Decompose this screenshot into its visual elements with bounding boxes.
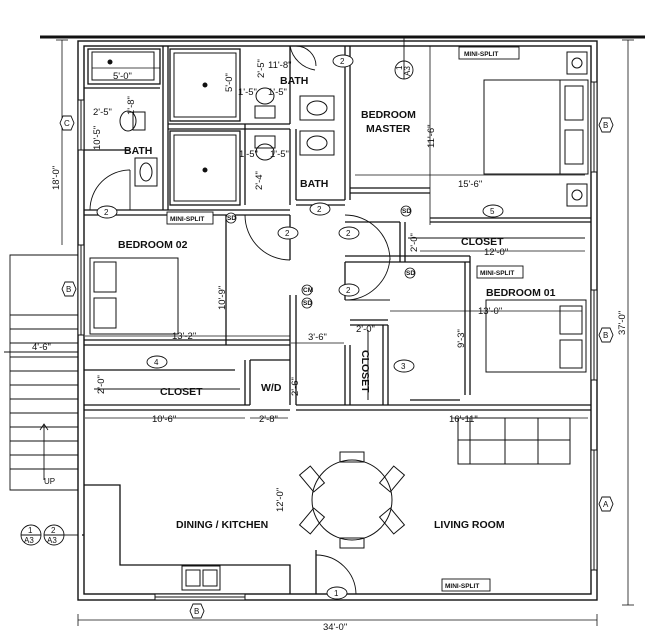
svg-text:2'-6": 2'-6": [290, 377, 301, 396]
room-label-closet-mid: CLOSET: [359, 350, 371, 393]
svg-text:4: 4: [154, 358, 159, 367]
svg-text:3: 3: [401, 362, 406, 371]
minisplit-label: MINI-SPLIT: [170, 216, 204, 223]
svg-text:4'-6": 4'-6": [32, 342, 51, 353]
svg-text:2'-8": 2'-8": [259, 414, 278, 425]
room-label-bath-mid: BATH: [300, 178, 328, 190]
room-label-bedroom-master-1: BEDROOM: [361, 109, 416, 121]
svg-text:A: A: [603, 500, 609, 509]
svg-text:B: B: [194, 607, 199, 616]
room-label-bedroom-01: BEDROOM 01: [486, 287, 556, 299]
svg-text:3'-6": 3'-6": [308, 332, 327, 343]
svg-text:2: 2: [317, 205, 322, 214]
svg-text:11'-8": 11'-8": [268, 60, 292, 71]
svg-text:10'-6": 10'-6": [152, 414, 176, 425]
svg-text:10'-9": 10'-9": [217, 286, 228, 310]
svg-text:13'-0": 13'-0": [478, 306, 502, 317]
svg-text:B: B: [603, 331, 608, 340]
door-swings: [89, 45, 391, 595]
svg-text:15'-6": 15'-6": [458, 179, 482, 190]
svg-text:A3: A3: [24, 536, 34, 545]
fixtures: [77, 51, 598, 601]
sd-label: SD: [227, 215, 236, 222]
room-label-dining-kitchen: DINING / KITCHEN: [176, 519, 268, 531]
sd-label: SD: [402, 208, 411, 215]
exterior-walls: [77, 40, 598, 601]
svg-text:1'-8": 1'-8": [126, 96, 137, 115]
svg-text:B: B: [66, 285, 71, 294]
sd-label: SD: [406, 270, 415, 277]
svg-text:11'-6": 11'-6": [426, 125, 437, 149]
grid-tags: [59, 115, 614, 619]
svg-text:2'-5": 2'-5": [256, 59, 267, 78]
room-label-closet-right: CLOSET: [461, 236, 504, 248]
svg-text:12'-0": 12'-0": [275, 488, 286, 512]
svg-text:1'-5": 1'-5": [270, 149, 289, 160]
svg-text:34'-0": 34'-0": [323, 622, 347, 631]
svg-text:B: B: [603, 121, 608, 130]
door-tags: [96, 54, 504, 600]
detectors: [225, 205, 416, 309]
section-marks: [20, 38, 414, 546]
svg-text:2'-4": 2'-4": [254, 171, 265, 190]
svg-text:1'-5": 1'-5": [238, 87, 257, 98]
dimension-texts: 5'-0" 5'-0" 2'-5" 11'-8" 1'-5" 1'-5" 2'-…: [32, 59, 628, 631]
svg-text:9'-3": 9'-3": [456, 329, 467, 348]
svg-text:10'-5": 10'-5": [92, 126, 103, 150]
svg-text:1: 1: [334, 589, 339, 598]
sd-label: SD: [303, 300, 312, 307]
svg-text:1: 1: [28, 526, 33, 535]
svg-text:2'-0": 2'-0": [96, 375, 107, 394]
svg-text:2: 2: [51, 526, 56, 535]
door-tag-numbers: 2 2 2 2 2 2 5 4 3 1: [104, 57, 495, 598]
room-label-living-room: LIVING ROOM: [434, 519, 505, 531]
svg-text:2'-0": 2'-0": [356, 324, 375, 335]
svg-text:13'-2": 13'-2": [172, 331, 196, 342]
room-label-bath-left: BATH: [124, 145, 152, 157]
room-label-bath-top: BATH: [280, 75, 308, 87]
svg-text:5: 5: [490, 207, 495, 216]
svg-text:2'-5": 2'-5": [93, 107, 112, 118]
svg-text:2: 2: [340, 57, 345, 66]
svg-text:1: 1: [395, 65, 404, 70]
svg-text:1'-5": 1'-5": [268, 87, 287, 98]
svg-text:5'-0": 5'-0": [224, 73, 235, 92]
room-label-bedroom-02: BEDROOM 02: [118, 239, 188, 251]
svg-text:2: 2: [285, 229, 290, 238]
minisplit-tags: MINI-SPLIT MINI-SPLIT MINI-SPLIT MINI-SP…: [166, 46, 524, 592]
svg-text:16'-11": 16'-11": [449, 414, 478, 425]
svg-text:2: 2: [346, 286, 351, 295]
svg-text:C: C: [64, 119, 70, 128]
minisplit-label: MINI-SPLIT: [480, 270, 514, 277]
svg-text:2: 2: [346, 229, 351, 238]
room-label-wd: W/D: [261, 382, 282, 394]
stair-up-label: UP: [44, 477, 55, 486]
section-mark-text: 1 A3 2 A3 1 A3: [24, 65, 412, 545]
exterior-stairs: [4, 254, 78, 491]
svg-text:18'-0": 18'-0": [51, 166, 62, 190]
room-label-bedroom-master-2: MASTER: [366, 123, 411, 135]
minisplit-label: MINI-SPLIT: [445, 583, 479, 590]
svg-text:A3: A3: [403, 66, 412, 76]
cm-label: CM: [303, 287, 313, 294]
svg-text:A3: A3: [47, 536, 57, 545]
svg-text:12'-0": 12'-0": [484, 247, 508, 258]
grid-tag-letters: C B B B A B: [64, 119, 609, 616]
svg-text:2: 2: [104, 208, 109, 217]
room-label-closet-left: CLOSET: [160, 386, 203, 398]
svg-text:2'-0": 2'-0": [409, 233, 420, 252]
minisplit-label: MINI-SPLIT: [464, 51, 498, 58]
svg-text:1'-5": 1'-5": [239, 149, 258, 160]
svg-text:5'-0": 5'-0": [113, 71, 132, 82]
interior-walls: [82, 46, 591, 594]
svg-text:37'-0": 37'-0": [617, 311, 628, 335]
